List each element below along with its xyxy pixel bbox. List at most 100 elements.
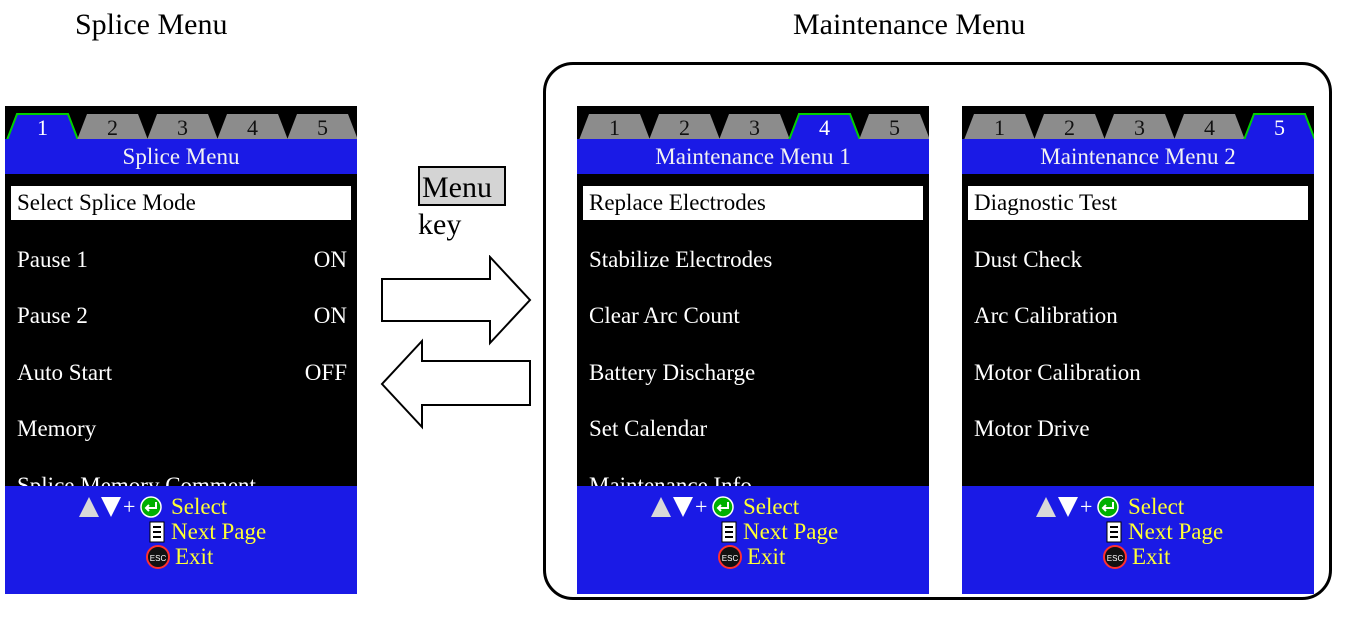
next-page-hint: Next Page — [171, 519, 267, 544]
menu-item-label: Clear Arc Count — [589, 303, 740, 328]
menu-item-label: Dust Check — [974, 246, 1082, 272]
tab-shape — [1104, 114, 1175, 140]
tab-shape — [964, 114, 1035, 140]
right-arrow-icon — [381, 255, 532, 346]
maintenance-menu-caption: Maintenance Menu — [793, 8, 1026, 41]
tab-shape — [719, 114, 790, 140]
esc-icon: ESC — [1103, 545, 1127, 569]
menu-item[interactable]: Arc Calibration — [968, 299, 1308, 333]
menu-key-button[interactable]: Menu — [418, 166, 506, 206]
tab-label: 3 — [749, 115, 760, 140]
menu-item-value: ON — [313, 303, 347, 328]
tab-5[interactable]: 5 — [859, 114, 929, 140]
select-keys-icon: + — [651, 494, 734, 519]
tab-label: 5 — [889, 115, 900, 140]
menu-item[interactable]: Stabilize Electrodes — [583, 243, 923, 277]
tab-4[interactable]: 4 — [217, 114, 288, 140]
enter-icon — [140, 496, 162, 518]
maintenance-group-frame — [543, 62, 1332, 600]
menu-item-label: Diagnostic Test — [974, 190, 1117, 215]
menu-item[interactable]: Select Splice Mode — [11, 186, 351, 220]
tab-1[interactable]: 1 — [579, 114, 650, 140]
tab-label: 4 — [819, 115, 830, 140]
tab-2[interactable]: 2 — [1034, 114, 1105, 140]
up-triangle-icon — [79, 497, 99, 517]
svg-text:ESC: ESC — [722, 554, 739, 563]
down-triangle-icon — [673, 497, 693, 517]
exit-hint: Exit — [175, 544, 214, 569]
svg-text:ESC: ESC — [1107, 554, 1124, 563]
menu-item[interactable]: Set Calendar — [583, 412, 923, 446]
tab-1[interactable]: 1 — [964, 114, 1035, 140]
tab-4[interactable]: 4 — [787, 113, 862, 141]
tab-shape — [287, 114, 357, 140]
tab-3[interactable]: 3 — [147, 114, 218, 140]
menu-item-label: Memory — [17, 416, 97, 441]
svg-text:ESC: ESC — [150, 554, 167, 563]
screen-title: Maintenance Menu 1 — [577, 139, 929, 174]
down-triangle-icon — [101, 497, 121, 517]
transition-arrows — [380, 255, 532, 430]
tab-label: 2 — [679, 115, 690, 140]
menu-item[interactable]: Memory — [11, 412, 351, 446]
tab-2[interactable]: 2 — [649, 114, 720, 140]
tab-label: 5 — [1274, 115, 1285, 140]
menu-item-label: Select Splice Mode — [17, 190, 196, 215]
next-page-hint: Next Page — [743, 519, 839, 544]
tab-5[interactable]: 5 — [1242, 113, 1314, 141]
left-arrow-icon — [380, 338, 531, 430]
esc-icon: ESC — [718, 545, 742, 569]
tab-4[interactable]: 4 — [1174, 114, 1245, 140]
menu-item-label: Arc Calibration — [974, 303, 1118, 328]
tab-1[interactable]: 1 — [5, 113, 80, 141]
menu-item-value: OFF — [304, 359, 347, 385]
tab-label: 3 — [177, 115, 188, 140]
tab-shape — [649, 114, 720, 140]
menu-item[interactable]: Motor Drive — [968, 412, 1308, 446]
down-triangle-icon — [1058, 497, 1078, 517]
up-triangle-icon — [1036, 497, 1056, 517]
tab-label: 1 — [994, 115, 1005, 140]
menu-item-label: Motor Calibration — [974, 359, 1141, 385]
select-hint: Select — [1128, 494, 1185, 519]
up-triangle-icon — [651, 497, 671, 517]
tab-label: 2 — [107, 115, 118, 140]
menu-item[interactable]: Dust Check — [968, 243, 1308, 277]
splice-menu-caption: Splice Menu — [75, 8, 228, 41]
plus-icon: + — [695, 494, 707, 519]
tab-2[interactable]: 2 — [77, 114, 148, 140]
menu-item-value: ON — [313, 246, 347, 272]
menu-item[interactable]: Diagnostic Test — [968, 186, 1308, 220]
select-hint: Select — [171, 494, 228, 519]
tab-label: 4 — [247, 115, 258, 140]
tab-label: 4 — [1204, 115, 1215, 140]
exit-hint: Exit — [1132, 544, 1171, 569]
page-icon — [149, 521, 165, 543]
menu-item[interactable]: Battery Discharge — [583, 356, 923, 390]
tab-label: 3 — [1134, 115, 1145, 140]
enter-icon — [1097, 496, 1119, 518]
select-hint: Select — [743, 494, 800, 519]
tab-shape — [579, 114, 650, 140]
plus-icon: + — [1080, 494, 1092, 519]
esc-icon: ESC — [146, 545, 170, 569]
tab-5[interactable]: 5 — [287, 114, 357, 140]
tab-3[interactable]: 3 — [1104, 114, 1175, 140]
tab-label: 2 — [1064, 115, 1075, 140]
select-keys-icon: + — [1036, 494, 1119, 519]
menu-item[interactable]: Replace Electrodes — [583, 186, 923, 220]
exit-hint: Exit — [747, 544, 786, 569]
tab-3[interactable]: 3 — [719, 114, 790, 140]
screen-title: Splice Menu — [5, 139, 357, 174]
menu-item[interactable]: Motor Calibration — [968, 356, 1308, 390]
menu-item-label: Replace Electrodes — [589, 190, 766, 215]
tab-shape — [217, 114, 288, 140]
tab-label: 1 — [609, 115, 620, 140]
plus-icon: + — [123, 494, 135, 519]
menu-item[interactable]: Clear Arc Count — [583, 299, 923, 333]
